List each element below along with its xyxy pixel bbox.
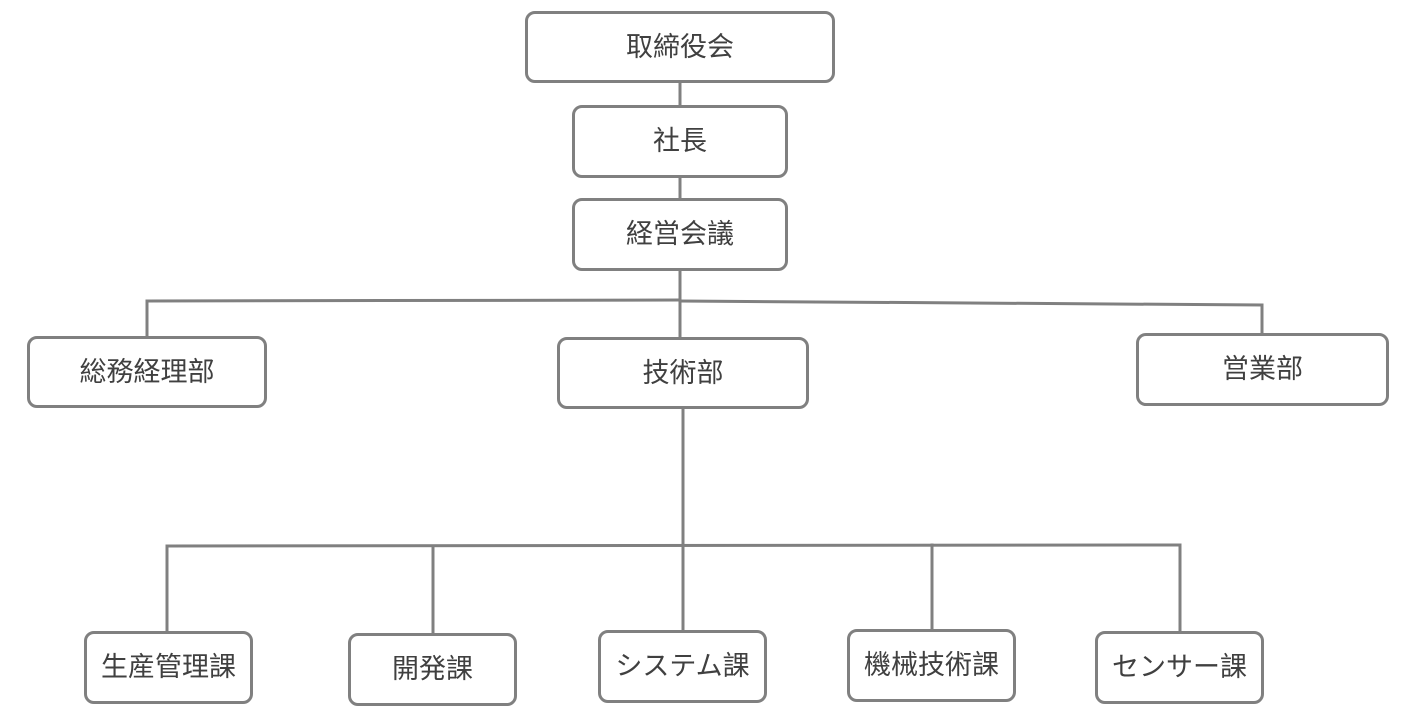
sales-dept-node: 営業部 <box>1136 333 1389 406</box>
engineering-dept-node: 技術部 <box>557 337 809 409</box>
general-affairs-dept-node: 総務経理部 <box>27 336 267 408</box>
engineering-dept-label: 技術部 <box>642 357 724 389</box>
connector-dept-bar-left <box>145 298 682 303</box>
management-meeting-label: 経営会議 <box>626 219 734 250</box>
production-control-section-node: 生産管理課 <box>84 631 253 704</box>
connector-section-bar <box>165 543 1182 548</box>
sensor-section-node: センサー課 <box>1095 631 1264 704</box>
sensor-section-label: センサー課 <box>1112 652 1247 683</box>
board-node: 取締役会 <box>525 11 835 83</box>
management-meeting-node: 経営会議 <box>572 198 788 271</box>
general-affairs-dept-label: 総務経理部 <box>79 356 215 388</box>
president-label: 社長 <box>653 126 707 157</box>
president-node: 社長 <box>572 105 788 178</box>
system-section-label: システム課 <box>615 651 750 682</box>
sales-dept-label: 営業部 <box>1222 354 1303 385</box>
mechanical-engineering-section-node: 機械技術課 <box>847 629 1016 702</box>
board-label: 取締役会 <box>626 31 734 63</box>
development-section-label: 開発課 <box>392 654 473 685</box>
mechanical-engineering-section-label: 機械技術課 <box>864 650 999 681</box>
system-section-node: システム課 <box>598 630 767 703</box>
connector-dept-bar-right <box>678 299 1264 307</box>
production-control-section-label: 生産管理課 <box>101 652 236 683</box>
development-section-node: 開発課 <box>348 633 517 706</box>
